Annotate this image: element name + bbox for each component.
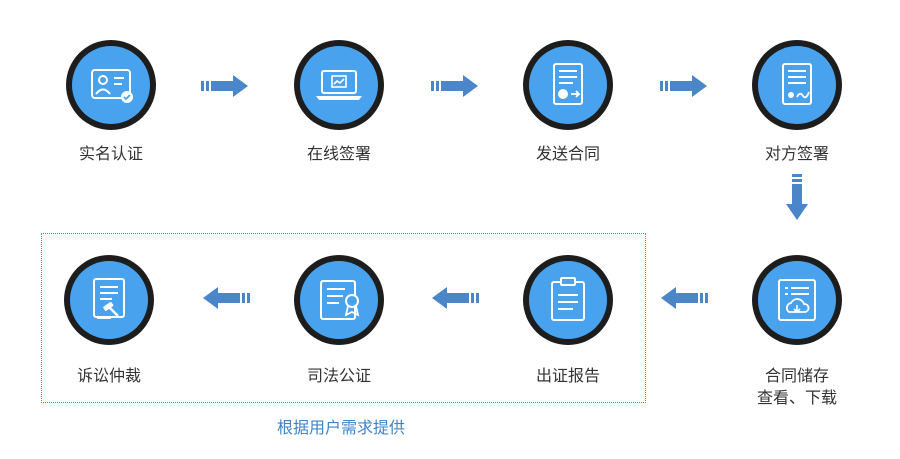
step-counterparty-sign [752, 40, 842, 130]
optional-services-group [41, 233, 646, 403]
step-send-contract [523, 40, 613, 130]
step-contract-storage [752, 255, 842, 345]
arrow-left-icon [203, 287, 250, 309]
step-label-contract-storage: 合同储存 查看、下载 [727, 365, 867, 409]
step-label-litigation-arbitration: 诉讼仲裁 [76, 366, 141, 385]
clipboard-report-icon [551, 277, 585, 321]
id-card-icon [91, 69, 133, 103]
step-judicial-notarization [294, 255, 384, 345]
arrow-right-icon [660, 75, 707, 97]
certificate-icon [320, 280, 360, 320]
step-label-line2: 查看、下载 [756, 388, 837, 407]
step-label-evidence-report: 出证报告 [535, 366, 600, 385]
step-real-name-auth [66, 40, 156, 130]
arrow-down-icon [786, 174, 808, 220]
step-label-judicial-notarization: 司法公证 [306, 366, 371, 385]
arrow-left-icon [661, 287, 708, 309]
arrow-right-icon [201, 75, 248, 97]
step-evidence-report [523, 255, 613, 345]
gavel-document-icon [93, 278, 125, 319]
step-label-send-contract: 发送合同 [535, 144, 600, 163]
step-label-real-name-auth: 实名认证 [78, 144, 143, 163]
cloud-storage-icon [778, 279, 816, 321]
group-note: 根据用户需求提供 [276, 418, 405, 437]
laptop-sign-icon [316, 70, 362, 100]
arrow-left-icon [432, 287, 479, 309]
step-label-line1: 合同储存 [764, 366, 829, 385]
step-online-sign [294, 40, 384, 130]
step-label-counterparty-sign: 对方签署 [764, 144, 829, 163]
step-label-online-sign: 在线签署 [306, 144, 371, 163]
step-litigation-arbitration [64, 255, 154, 345]
document-sign-icon [782, 63, 812, 105]
arrow-right-icon [431, 75, 478, 97]
contract-send-icon [553, 63, 583, 105]
